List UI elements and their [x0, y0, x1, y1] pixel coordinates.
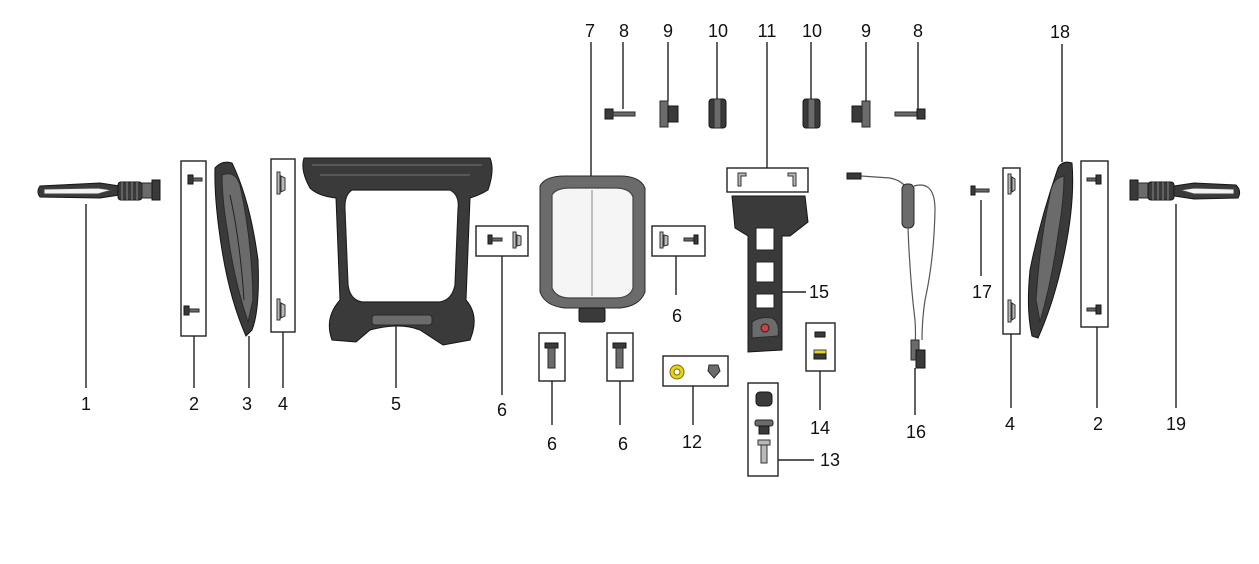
headlight-unit — [539, 175, 646, 323]
callout-6-left: 6 — [497, 400, 507, 420]
bolt-lower-left — [183, 305, 200, 316]
wiring-harness — [846, 172, 936, 369]
clip-set-left — [270, 158, 296, 333]
callout-11: 11 — [758, 21, 777, 41]
fastener-set-6-left — [475, 225, 529, 257]
fastener-set-6-right — [651, 225, 706, 257]
callout-13: 13 — [820, 450, 840, 470]
callout-8-right: 8 — [913, 21, 923, 41]
bolt-set-right — [1080, 160, 1109, 328]
leader-lines — [85, 42, 1177, 461]
callout-labels: 1 2 3 4 5 6 6 6 6 7 8 9 10 11 10 9 8 12 … — [81, 21, 1186, 470]
callout-4-right: 4 — [1005, 414, 1015, 434]
grommet-left — [708, 98, 727, 129]
callout-17: 17 — [972, 282, 992, 302]
callout-9-right: 9 — [861, 21, 871, 41]
grommet-bolt-stack — [747, 382, 779, 477]
bolt-set-6-lower-right — [606, 332, 634, 382]
callout-4-left: 4 — [278, 394, 288, 414]
stack-box-13 — [747, 382, 779, 477]
right-side-cover — [1027, 161, 1074, 339]
callout-2-left: 2 — [189, 394, 199, 414]
spacer-right — [851, 100, 871, 128]
callout-12: 12 — [682, 432, 702, 452]
fastener-box-6-right — [651, 225, 706, 257]
callout-19: 19 — [1166, 414, 1186, 434]
mount-bolt-right — [894, 108, 926, 120]
grommet-right — [802, 98, 821, 129]
bolt-set-left — [180, 160, 207, 337]
front-cowl-frame — [302, 157, 493, 346]
fastener-set-14 — [805, 322, 836, 372]
left-turn-signal — [37, 179, 161, 201]
callout-5: 5 — [391, 394, 401, 414]
mount-bolt-left — [604, 108, 636, 120]
callout-7: 7 — [585, 21, 595, 41]
callout-3: 3 — [242, 394, 252, 414]
right-turn-signal — [1129, 179, 1241, 201]
callout-6-lower-left: 6 — [547, 434, 557, 454]
callout-15: 15 — [809, 282, 829, 302]
bolt-upper-left — [187, 174, 203, 185]
callout-6-lower-right: 6 — [618, 434, 628, 454]
screw-17 — [970, 185, 990, 196]
washer-box-12 — [662, 355, 729, 387]
spacer-left — [659, 100, 679, 128]
bolt-box-right — [1080, 160, 1109, 328]
headlight-bracket — [731, 195, 809, 353]
bolt-set-6-lower-left — [538, 332, 566, 382]
left-side-cover — [214, 161, 259, 337]
washer-nut-set — [662, 355, 729, 387]
fastener-box-14 — [805, 322, 836, 372]
callout-9-left: 9 — [663, 21, 673, 41]
callout-14: 14 — [810, 418, 830, 438]
callout-8-left: 8 — [619, 21, 629, 41]
callout-2-right: 2 — [1093, 414, 1103, 434]
callout-6-right: 6 — [672, 306, 682, 326]
callout-10-right: 10 — [802, 21, 822, 41]
callout-18: 18 — [1050, 22, 1070, 42]
clip-set-11 — [726, 167, 809, 193]
callout-10-left: 10 — [708, 21, 728, 41]
callout-16: 16 — [906, 422, 926, 442]
callout-1: 1 — [81, 394, 91, 414]
clip-set-right — [1002, 167, 1021, 335]
